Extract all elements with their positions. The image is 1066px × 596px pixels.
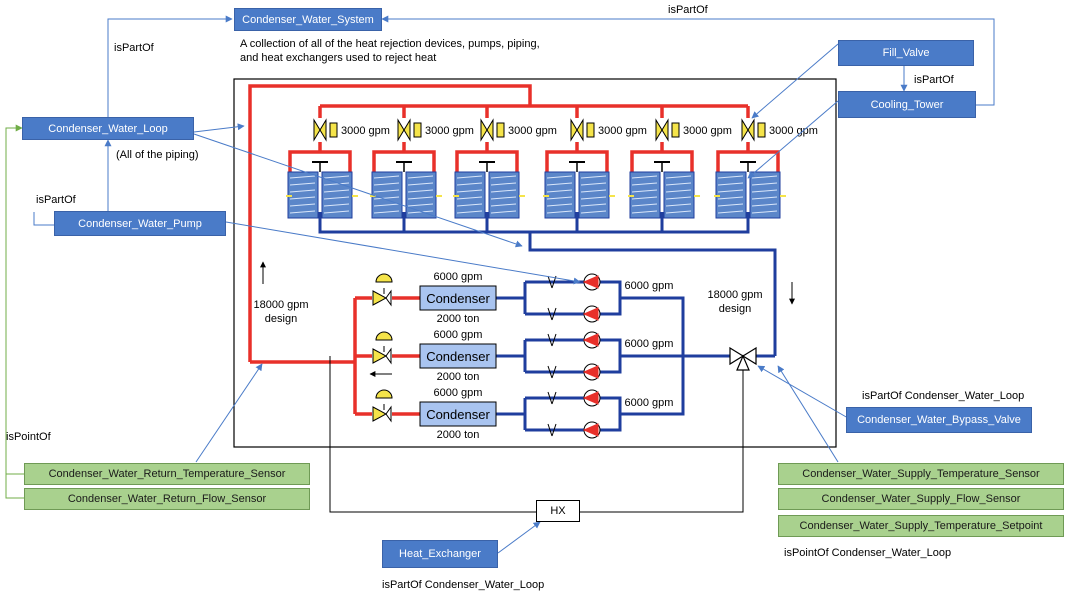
label-ispartof-top: isPartOf bbox=[668, 4, 709, 16]
tower-valve-2: 3000 gpm bbox=[397, 118, 474, 142]
label-ispartof-pump: isPartOf bbox=[36, 194, 77, 206]
pump-flow-3: 6000 gpm bbox=[625, 397, 674, 409]
edge-pump-to-pumps bbox=[225, 221, 581, 285]
cooling-tower-1 bbox=[286, 161, 358, 219]
design-left-flow: 18000 gpm bbox=[253, 299, 308, 311]
label-ispartof-fill: isPartOf bbox=[914, 74, 955, 86]
tower-valve-4: 3000 gpm bbox=[570, 118, 647, 142]
pump-flow-2: 6000 gpm bbox=[625, 338, 674, 350]
edge-tower-to-schematic bbox=[747, 100, 839, 179]
cooling-tower-5 bbox=[628, 161, 700, 219]
node-supply-temp-setpoint[interactable]: Condenser_Water_Supply_Temperature_Setpo… bbox=[778, 515, 1064, 537]
hx-return-line bbox=[329, 356, 536, 513]
relationship-edges bbox=[33, 15, 995, 554]
pump-1 bbox=[582, 273, 601, 291]
condenser-3-flow: 6000 gpm bbox=[434, 387, 483, 399]
label-bypass-part: isPartOf Condenser_Water_Loop bbox=[862, 390, 1024, 402]
loop-note: (All of the piping) bbox=[116, 149, 199, 161]
node-return-flow-sensor[interactable]: Condenser_Water_Return_Flow_Sensor bbox=[24, 488, 310, 510]
condenser-valve-3 bbox=[372, 389, 393, 423]
condenser-1-label: Condenser bbox=[426, 291, 490, 306]
edge-flow-sensor-branch bbox=[5, 474, 24, 499]
pump-2 bbox=[582, 305, 601, 323]
condenser-1 bbox=[419, 285, 497, 311]
design-right-word: design bbox=[719, 303, 751, 315]
edge-loop-to-schematic bbox=[193, 123, 245, 133]
return-piping bbox=[318, 212, 777, 432]
tower-flow-5: 3000 gpm bbox=[683, 125, 732, 137]
condenser-3-label: Condenser bbox=[426, 407, 490, 422]
condenser-3-ton: 2000 ton bbox=[437, 429, 480, 441]
condenser-1-flow: 6000 gpm bbox=[434, 271, 483, 283]
condenser-1-ton: 2000 ton bbox=[437, 313, 480, 325]
design-left-word: design bbox=[265, 313, 297, 325]
node-condenser-water-system[interactable]: Condenser_Water_System bbox=[234, 8, 382, 31]
node-condenser-water-pump[interactable]: Condenser_Water_Pump bbox=[54, 211, 226, 236]
condenser-2-flow: 6000 gpm bbox=[434, 329, 483, 341]
node-fill-valve[interactable]: Fill_Valve bbox=[838, 40, 974, 66]
condenser-valve-1 bbox=[372, 273, 393, 307]
label-supply-point: isPointOf Condenser_Water_Loop bbox=[784, 547, 951, 559]
tower-flow-3: 3000 gpm bbox=[508, 125, 557, 137]
label-ispointof-left: isPointOf bbox=[6, 431, 52, 443]
edge-supply-temp-to-valve bbox=[777, 365, 839, 463]
cooling-tower-4 bbox=[543, 161, 615, 219]
cooling-tower-3 bbox=[453, 161, 525, 219]
cooling-tower-2 bbox=[370, 161, 442, 219]
node-supply-temp-sensor[interactable]: Condenser_Water_Supply_Temperature_Senso… bbox=[778, 463, 1064, 485]
node-condenser-water-loop[interactable]: Condenser_Water_Loop bbox=[22, 117, 194, 140]
condenser-2-label: Condenser bbox=[426, 349, 490, 364]
system-description-line-2: and heat exchangers used to reject heat bbox=[240, 52, 436, 64]
condenser-group: Condenser Condenser Condenser 6000 gpm 6… bbox=[419, 271, 497, 441]
point-edges bbox=[5, 124, 24, 499]
tower-valve-3: 3000 gpm bbox=[480, 118, 557, 142]
tower-flow-6: 3000 gpm bbox=[769, 125, 818, 137]
node-hx[interactable]: HX bbox=[536, 500, 580, 522]
condenser-valve-group bbox=[372, 273, 393, 423]
edge-return-temp-to-pipe bbox=[195, 363, 263, 463]
edge-sensors-to-loop bbox=[5, 124, 24, 475]
pump-group bbox=[582, 273, 601, 439]
condenser-valve-2 bbox=[372, 331, 393, 365]
design-right-flow: 18000 gpm bbox=[707, 289, 762, 301]
edge-fill-to-valve bbox=[751, 43, 839, 119]
pump-5 bbox=[582, 389, 601, 407]
label-ispartof-loop: isPartOf bbox=[114, 42, 155, 54]
pump-flow-1: 6000 gpm bbox=[625, 280, 674, 292]
node-supply-flow-sensor[interactable]: Condenser_Water_Supply_Flow_Sensor bbox=[778, 488, 1064, 510]
condenser-2 bbox=[419, 343, 497, 369]
supply-piping bbox=[248, 84, 780, 416]
edge-heat-exchanger-to-hx bbox=[497, 521, 541, 554]
node-cooling-tower[interactable]: Cooling_Tower bbox=[838, 91, 976, 118]
condenser-3 bbox=[419, 401, 497, 427]
tower-flow-1: 3000 gpm bbox=[341, 125, 390, 137]
edge-loop-to-system bbox=[107, 15, 233, 118]
node-heat-exchanger[interactable]: Heat_Exchanger bbox=[382, 540, 498, 568]
edge-bypass-to-valve bbox=[757, 365, 849, 419]
system-description-line-1: A collection of all of the heat rejectio… bbox=[240, 38, 540, 50]
pump-3 bbox=[582, 331, 601, 349]
condenser-2-ton: 2000 ton bbox=[437, 371, 480, 383]
edge-tower-to-system bbox=[381, 15, 995, 106]
node-return-temp-sensor[interactable]: Condenser_Water_Return_Temperature_Senso… bbox=[24, 463, 310, 485]
hx-bypass-line bbox=[580, 370, 744, 513]
edge-loop-to-pipes bbox=[193, 133, 523, 248]
tower-flow-2: 3000 gpm bbox=[425, 125, 474, 137]
pump-check-valves bbox=[547, 275, 557, 437]
cooling-tower-group bbox=[286, 161, 786, 219]
label-hx-part: isPartOf Condenser_Water_Loop bbox=[382, 579, 544, 591]
pump-6 bbox=[582, 421, 601, 439]
tower-flow-4: 3000 gpm bbox=[598, 125, 647, 137]
schematic-frame bbox=[233, 78, 837, 448]
pump-4 bbox=[582, 363, 601, 381]
tower-valve-5: 3000 gpm bbox=[655, 118, 732, 142]
node-bypass-valve[interactable]: Condenser_Water_Bypass_Valve bbox=[846, 407, 1032, 433]
cooling-tower-6 bbox=[714, 161, 786, 219]
tower-valve-1: 3000 gpm bbox=[313, 118, 390, 142]
